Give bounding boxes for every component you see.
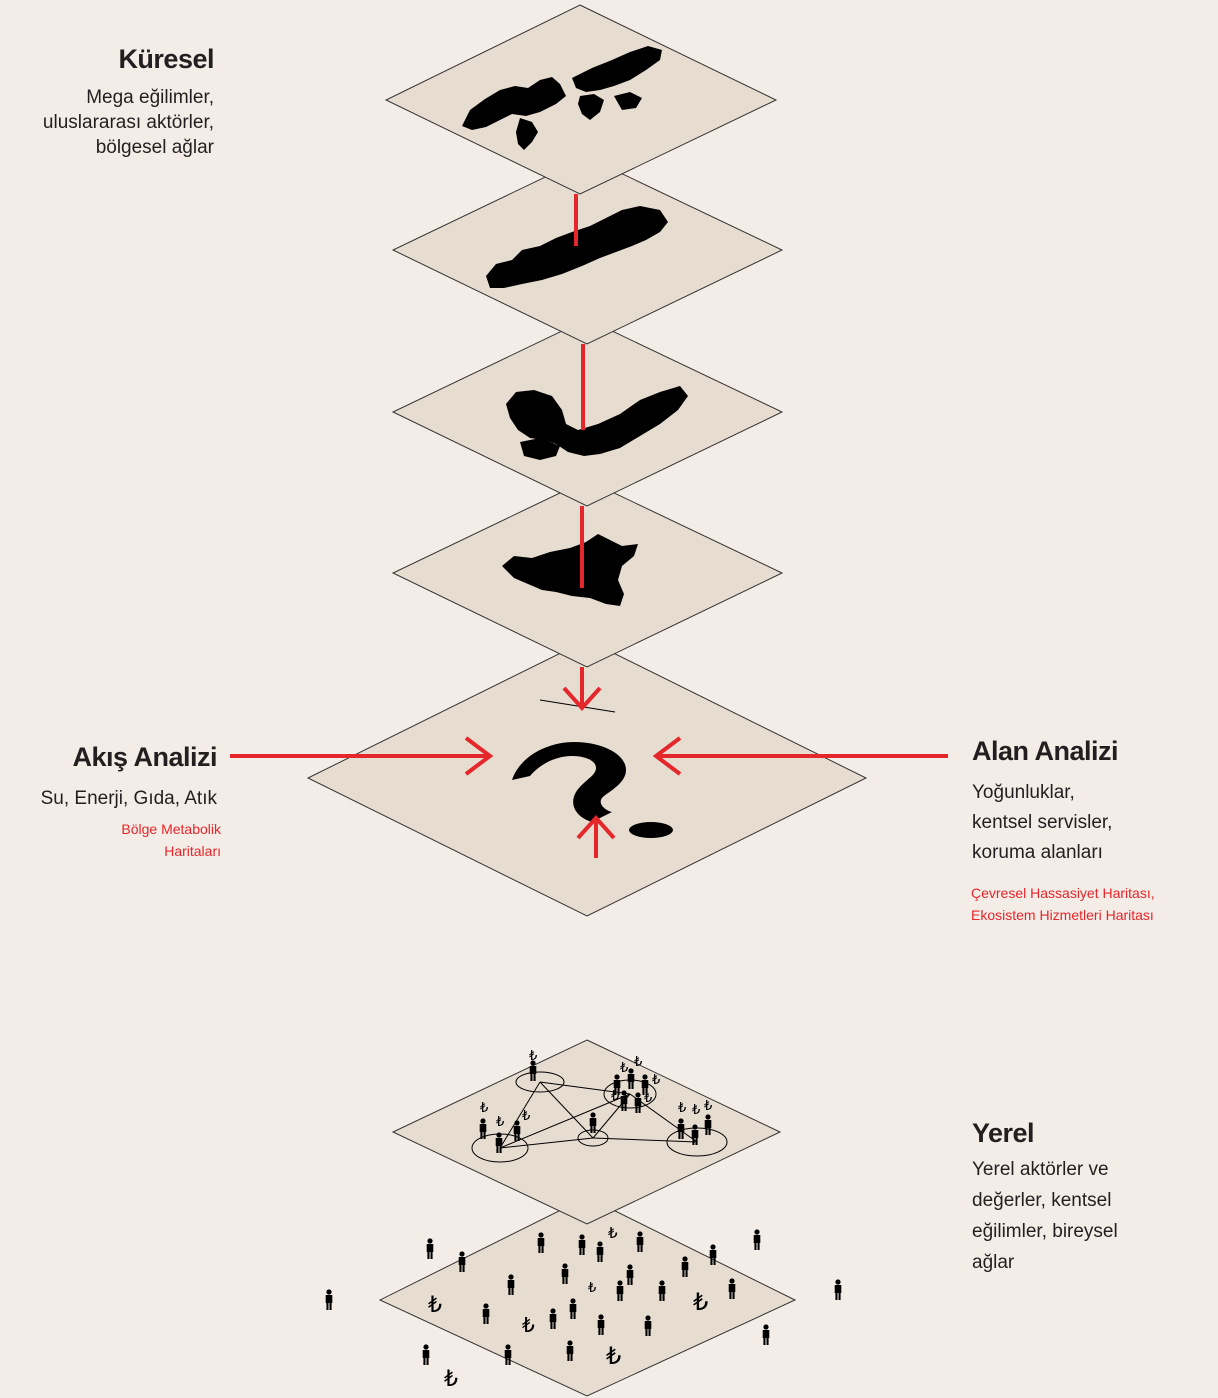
kuresel-line: uluslararası aktörler, <box>42 112 214 133</box>
lira-icon: ₺ <box>522 1313 535 1337</box>
lira-icon: ₺ <box>522 1109 530 1124</box>
akis-red-line: Bölge Metabolik <box>121 821 221 837</box>
person-icon <box>753 1229 761 1250</box>
alan-red-text: Çevresel Hassasiyet Haritası, Ekosistem … <box>971 882 1155 926</box>
plane-analysis <box>306 639 868 917</box>
alan-line: kentsel servisler, <box>972 812 1113 833</box>
turkey-map-icon <box>486 206 668 288</box>
akis-title: Akış Analizi <box>72 742 217 772</box>
person-icon <box>325 1289 333 1310</box>
person-icon <box>426 1238 434 1259</box>
lira-icon: ₺ <box>608 1224 618 1242</box>
alan-line: Yoğunluklar, <box>972 782 1075 803</box>
lira-icon: ₺ <box>693 1288 708 1316</box>
lira-icon: ₺ <box>678 1101 686 1116</box>
lira-icon: ₺ <box>444 1367 458 1392</box>
yerel-line: ağlar <box>972 1252 1015 1273</box>
region-map-icon <box>506 386 688 460</box>
person-icon <box>834 1279 842 1300</box>
plane-local-network <box>391 1039 782 1225</box>
lira-icon: ₺ <box>606 1342 621 1370</box>
yerel-title: Yerel <box>972 1118 1035 1148</box>
individual-liras: ₺ ₺ ₺ ₺ ₺ ₺ ₺ <box>428 1224 708 1392</box>
lira-icon: ₺ <box>620 1061 628 1076</box>
akis-line: Su, Enerji, Gıda, Atık <box>40 788 217 809</box>
kuresel-line: bölgesel ağlar <box>95 137 214 158</box>
network-diagram <box>471 699 728 1163</box>
alan-description: Yoğunluklar, kentsel servisler, koruma a… <box>972 778 1112 868</box>
lira-icon: ₺ <box>496 1115 504 1130</box>
plane-region <box>391 318 784 507</box>
province-map-icon <box>502 534 638 606</box>
person-icon <box>504 1344 512 1365</box>
lira-icon: ₺ <box>428 1293 442 1318</box>
kuresel-title: Küresel <box>118 44 214 74</box>
lira-icon: ₺ <box>588 1281 596 1296</box>
lira-icon: ₺ <box>652 1073 660 1088</box>
yerel-line: değerler, kentsel <box>972 1190 1112 1211</box>
lira-icon: ₺ <box>692 1103 700 1118</box>
lira-icon: ₺ <box>611 1089 619 1104</box>
flow-arrows <box>230 194 948 858</box>
kuresel-label-group: Küresel <box>0 44 214 75</box>
alan-title: Alan Analizi <box>972 736 1119 766</box>
alan-line: koruma alanları <box>972 842 1103 863</box>
akis-red-text: Bölge Metabolik Haritaları <box>0 818 221 862</box>
lira-icon: ₺ <box>704 1099 712 1114</box>
alan-red-line: Çevresel Hassasiyet Haritası, <box>971 885 1155 901</box>
person-icon <box>762 1324 770 1345</box>
lira-icon: ₺ <box>529 1049 537 1064</box>
world-map-icon <box>462 46 662 150</box>
kuresel-description: Mega eğilimler, uluslararası aktörler, b… <box>0 85 214 160</box>
lira-icon: ₺ <box>644 1091 652 1106</box>
alan-red-line: Ekosistem Hizmetleri Haritası <box>971 907 1154 923</box>
lira-icon: ₺ <box>480 1101 488 1116</box>
yerel-line: Yerel aktörler ve <box>972 1159 1109 1180</box>
yerel-description: Yerel aktörler ve değerler, kentsel eğil… <box>972 1154 1118 1278</box>
yerel-line: eğilimler, bireysel <box>972 1221 1118 1242</box>
lira-icon: ₺ <box>634 1055 642 1070</box>
person-icon <box>422 1344 430 1365</box>
akis-red-line: Haritaları <box>164 843 221 859</box>
lira-icon: ₺ ₺₺₺ ₺₺ ₺₺₺ ₺₺₺ <box>480 1049 712 1130</box>
kuresel-line: Mega eğilimler, <box>86 87 214 108</box>
plane-local-individuals <box>378 1196 797 1397</box>
question-mark-icon <box>512 742 673 838</box>
